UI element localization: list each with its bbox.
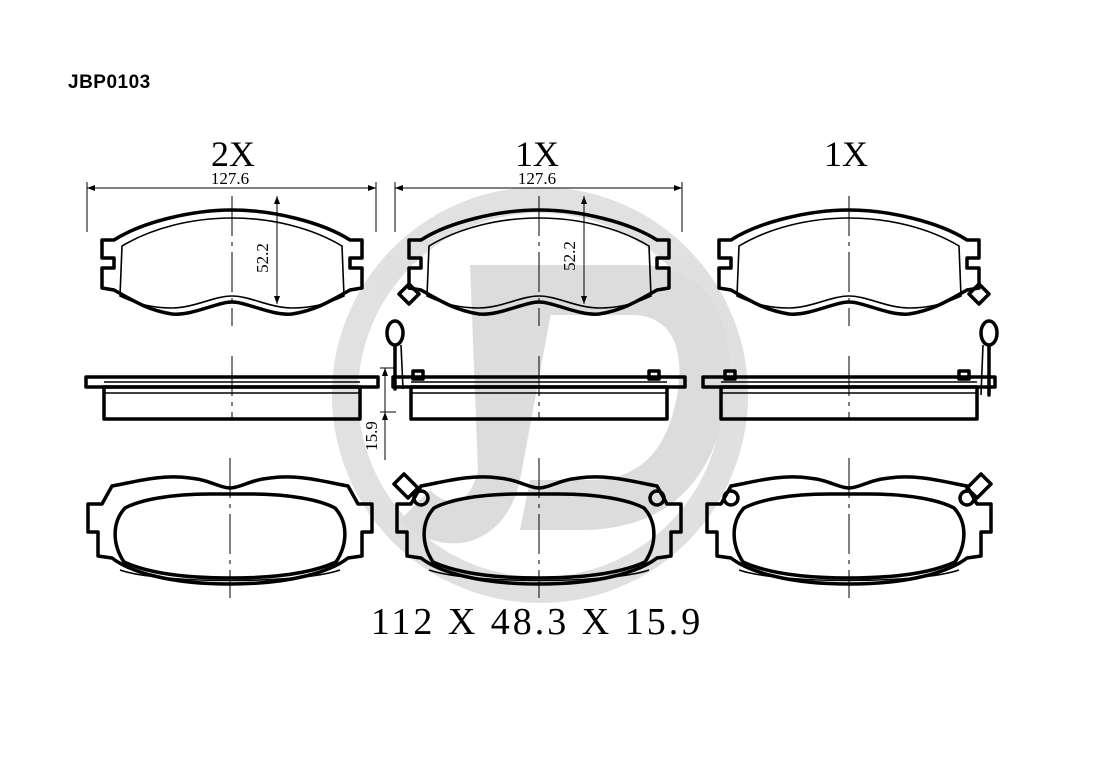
width-dimension-middle <box>394 182 683 232</box>
watermark-text: JD <box>540 394 541 396</box>
pad-side-middle <box>385 319 687 421</box>
pad-back-middle <box>392 472 683 586</box>
pad-side-right <box>701 319 999 421</box>
pad-front-middle <box>397 208 671 316</box>
watermark-logo <box>332 187 748 603</box>
height-dimension-left <box>274 196 280 304</box>
pad-back-right <box>705 472 993 586</box>
width-label-middle: 127.6 <box>518 169 556 188</box>
qty-left: 2X <box>211 134 255 174</box>
thickness-dimension <box>380 367 396 460</box>
qty-right: 1X <box>824 134 868 174</box>
thickness-label: 15.9 <box>362 421 381 451</box>
part-code: JBP0103 <box>68 72 151 93</box>
width-label-left: 127.6 <box>211 169 249 188</box>
height-label-middle: 52.2 <box>560 241 579 271</box>
overall-size-label: 112 X 48.3 X 15.9 <box>371 601 703 643</box>
width-dimension-left <box>86 182 377 232</box>
pad-front-right <box>717 208 991 316</box>
center-lines <box>229 196 850 598</box>
height-label-left: 52.2 <box>253 243 272 273</box>
height-dimension-middle <box>581 196 587 304</box>
qty-middle: 1X <box>515 134 559 174</box>
